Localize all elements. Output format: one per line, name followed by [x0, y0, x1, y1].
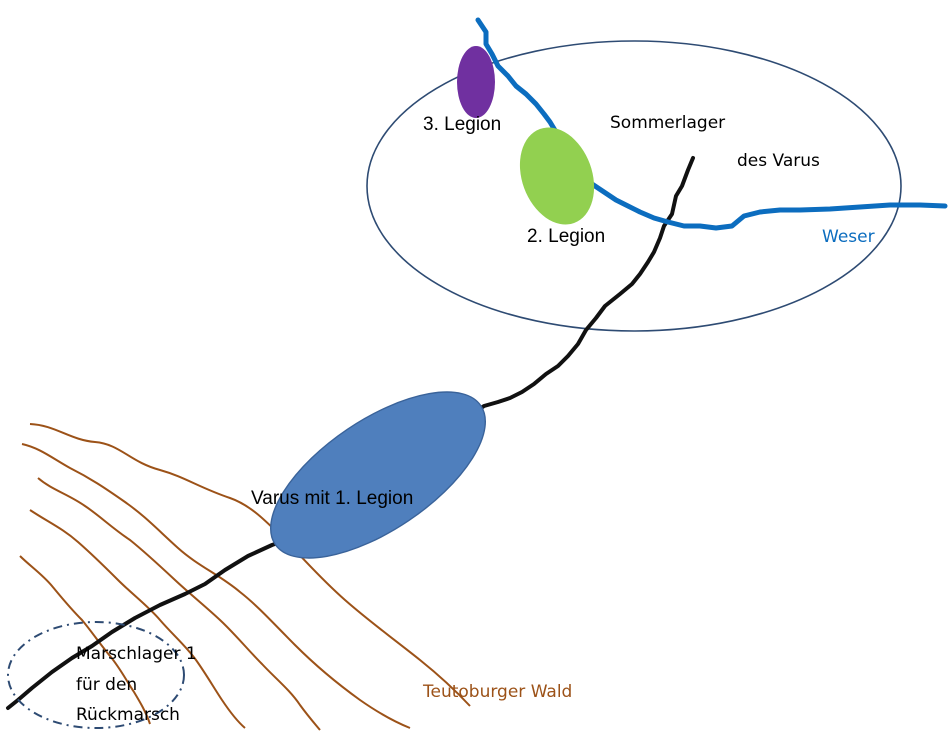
label-weser: Weser — [822, 227, 875, 247]
label-des-varus: des Varus — [737, 151, 820, 171]
forest-line-5 — [19, 555, 151, 725]
label-legion-2: 2. Legion — [527, 226, 605, 247]
weser-river — [475, 17, 948, 231]
label-legion-3: 3. Legion — [423, 114, 501, 135]
label-sommerlager: Sommerlager — [610, 113, 725, 133]
label-marschlager-line-3: Rückmarsch — [76, 705, 180, 725]
label-marschlager-line-1: Marschlager 1 — [76, 644, 197, 664]
summer-camp-ellipse — [366, 40, 902, 332]
forest-line-3 — [37, 477, 321, 731]
legion-2-marker — [519, 127, 595, 225]
label-teutoburger-wald: Teutoburger Wald — [422, 682, 572, 702]
forest-line-1 — [29, 423, 471, 707]
forest-line-2 — [21, 443, 411, 729]
legion-3-marker — [457, 46, 495, 118]
marching-road — [6, 156, 695, 710]
legion-1-marker — [269, 391, 487, 559]
label-varus-legion-1: Varus mit 1. Legion — [251, 488, 413, 509]
marching-camp-1-ellipse — [7, 621, 185, 729]
label-marschlager-line-2: für den — [76, 675, 137, 695]
forest-line-4 — [29, 509, 246, 729]
teutoburg-forest-lines — [19, 423, 471, 731]
